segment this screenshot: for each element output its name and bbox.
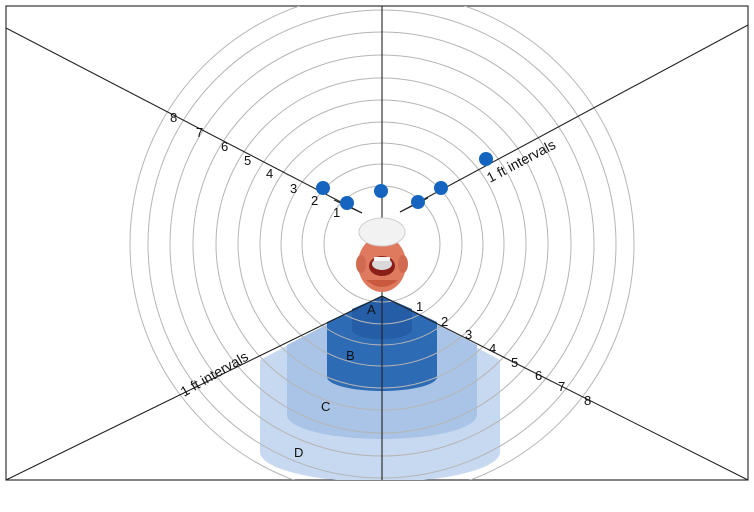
ring-10: [129, 6, 635, 480]
lower-left-diagonal: [6, 295, 383, 480]
zone-a-label: A: [367, 302, 376, 317]
patient-head-icon: [356, 217, 408, 292]
upper-number-5: 5: [244, 153, 251, 168]
upper-number-6: 6: [221, 139, 228, 154]
upper-number-1: 1: [333, 205, 340, 220]
position-marker-dot: [434, 181, 448, 195]
upper-number-7: 7: [196, 125, 203, 140]
upper-number-8: 8: [170, 110, 177, 125]
lower-number-4: 4: [489, 341, 496, 356]
lower-number-2: 2: [441, 314, 448, 329]
lower-number-5: 5: [511, 355, 518, 370]
position-marker-dot: [411, 195, 425, 209]
zone-c-label: C: [321, 399, 330, 414]
lower-number-1: 1: [416, 299, 423, 314]
lower-number-8: 8: [584, 393, 591, 408]
upper-left-diagonal: [6, 27, 363, 214]
lower-number-3: 3: [465, 327, 472, 342]
lower-number-7: 7: [558, 379, 565, 394]
upper-number-3: 3: [290, 181, 297, 196]
upper-number-4: 4: [266, 166, 273, 181]
position-marker-dot: [374, 184, 388, 198]
lower-number-6: 6: [535, 368, 542, 383]
upper-right-diagonal: [399, 24, 748, 213]
position-marker-dot: [479, 152, 493, 166]
position-marker-dot: [340, 196, 354, 210]
upper-number-2: 2: [311, 193, 318, 208]
lower-right-diagonal: [381, 295, 748, 480]
zone-d-label: D: [294, 445, 303, 460]
position-markers: [316, 152, 493, 214]
zone-b-label: B: [346, 348, 355, 363]
position-marker-dot: [316, 181, 330, 195]
